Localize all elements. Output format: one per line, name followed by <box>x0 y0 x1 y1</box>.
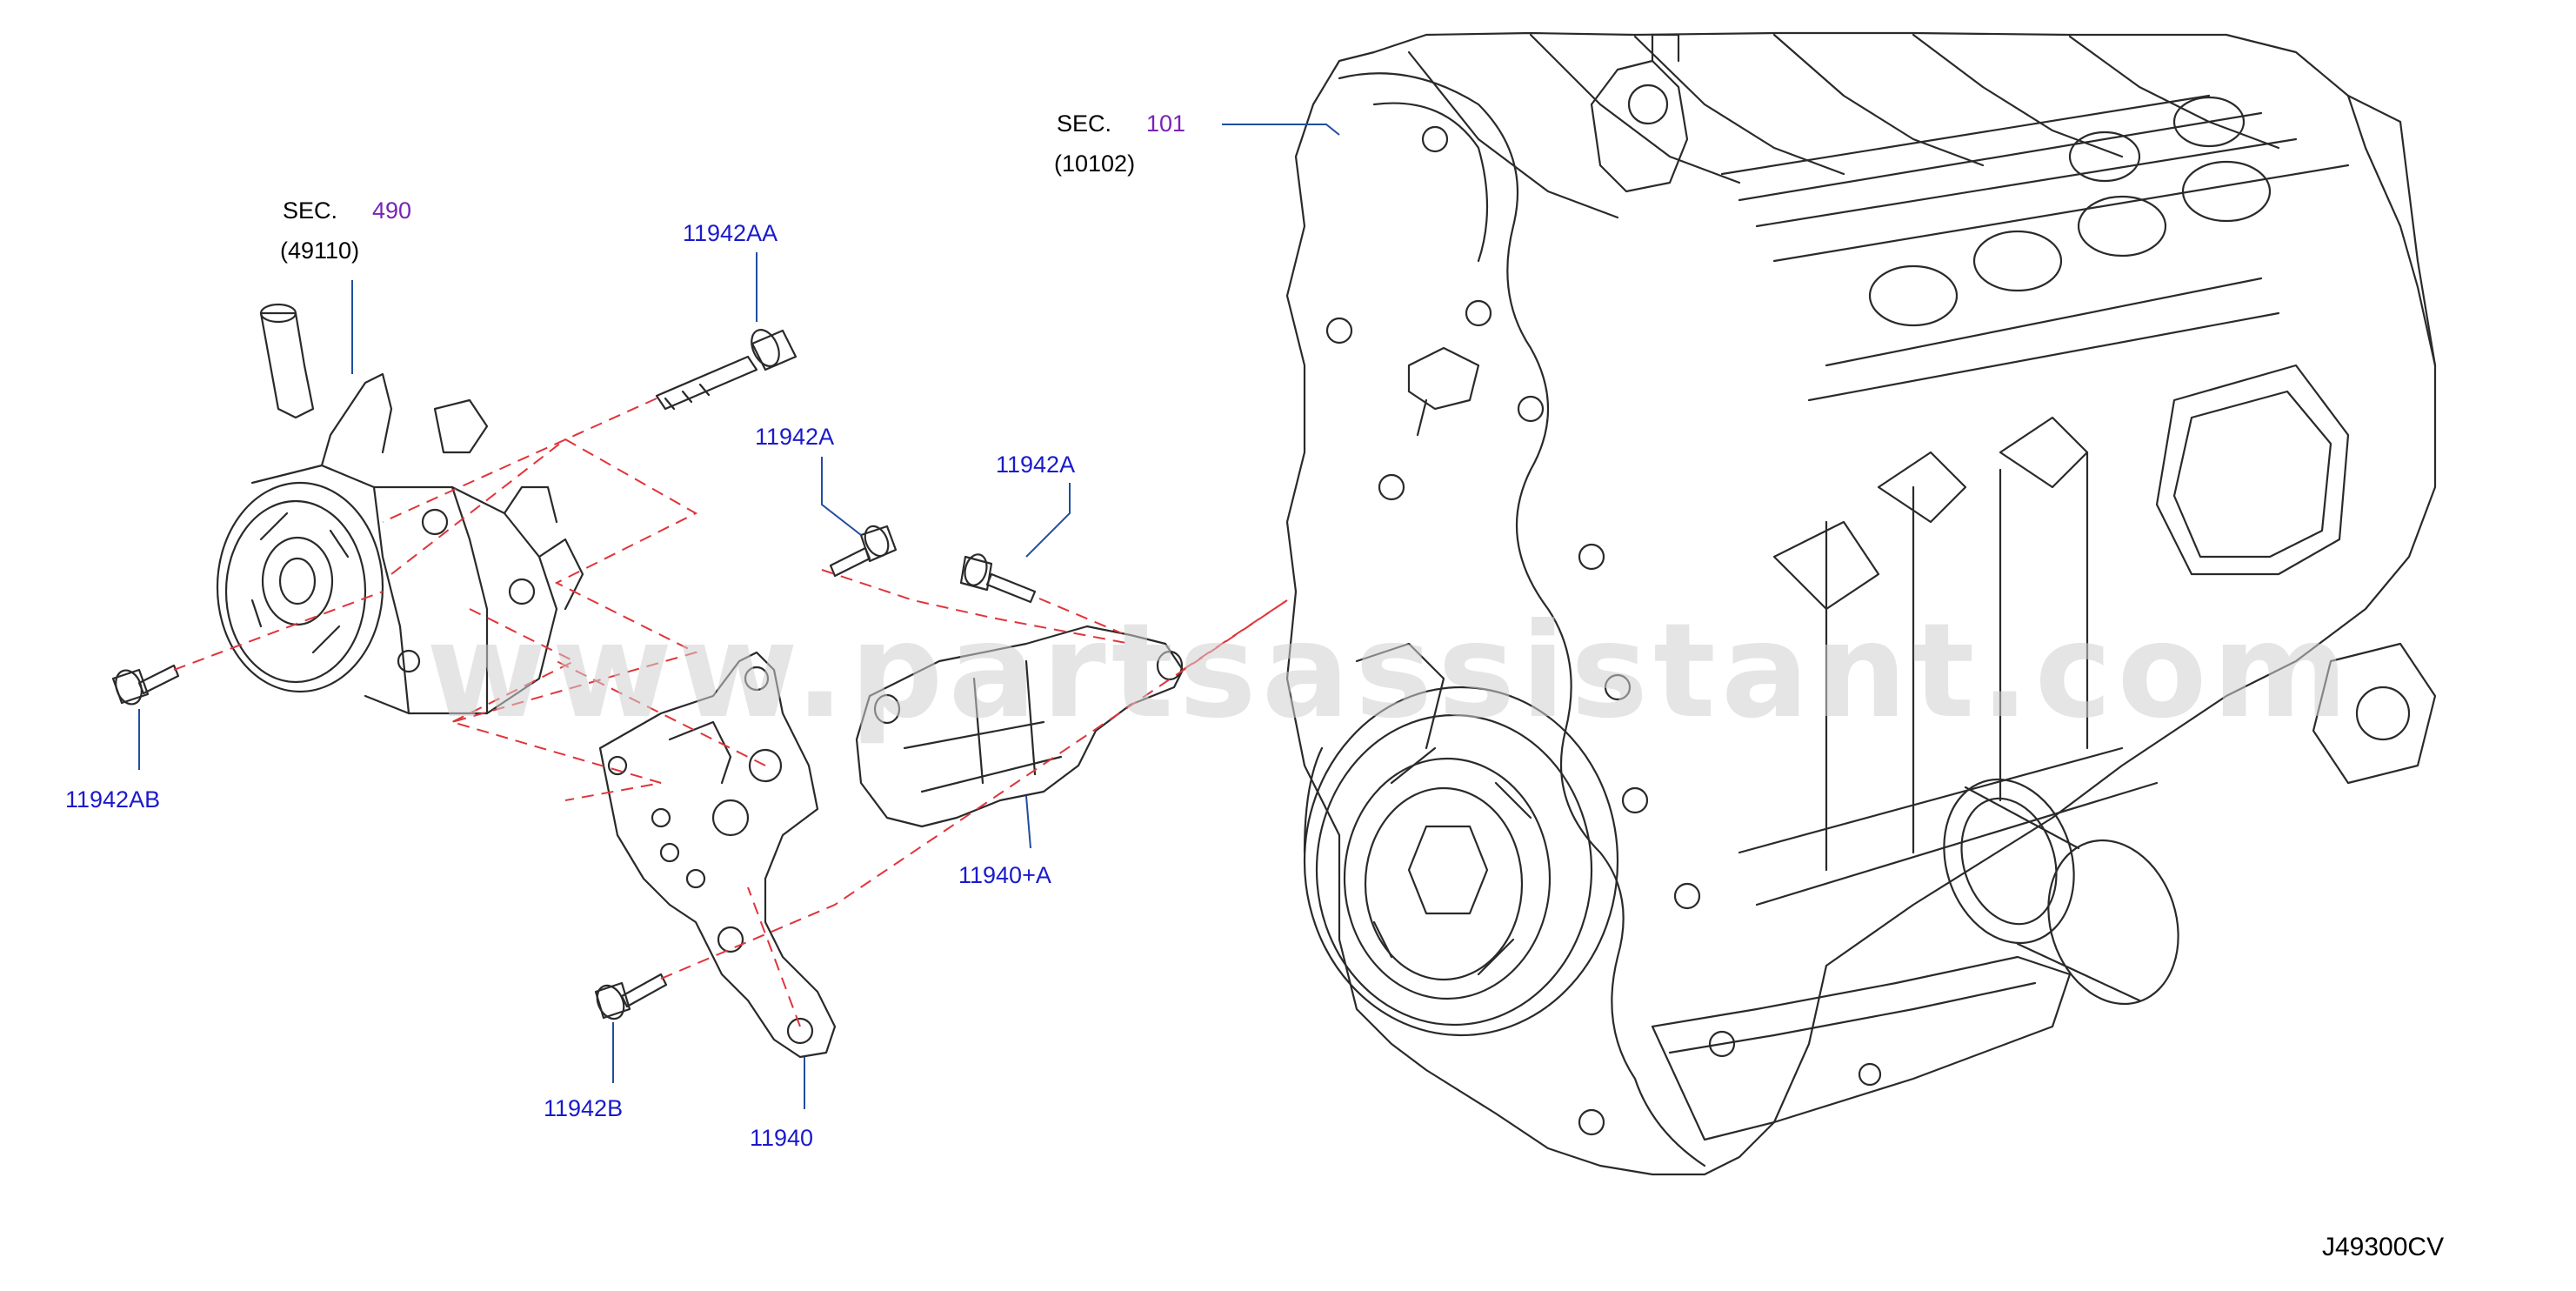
callout-11942b[interactable]: 11942B <box>544 1095 624 1121</box>
dashed-guides <box>173 398 1288 1027</box>
bolt-11942b <box>594 973 668 1020</box>
callout-11940a[interactable]: 11940+A <box>958 862 1051 888</box>
diagram-code: J49300CV <box>2322 1233 2445 1261</box>
section-prefix-490: SEC. <box>283 197 338 224</box>
power-steering-pump <box>216 303 584 715</box>
callout-11942a-right[interactable]: 11942A <box>996 452 1076 478</box>
bolt-11942ab <box>111 664 180 706</box>
crankshaft-pulley <box>1303 686 1619 1037</box>
section-link-490[interactable]: 490 <box>372 197 412 224</box>
section-ref-10102: (10102) <box>1054 151 1136 177</box>
callout-11942ab[interactable]: 11942AB <box>65 786 161 813</box>
bracket-11940 <box>598 651 837 1059</box>
callout-11940[interactable]: 11940 <box>750 1125 814 1151</box>
section-ref-49110: (49110) <box>280 237 360 264</box>
bolt-11942a-right <box>959 553 1037 604</box>
leader-lines <box>138 124 1340 1109</box>
section-link-101[interactable]: 101 <box>1146 110 1186 137</box>
callout-11942a-left[interactable]: 11942A <box>755 424 835 450</box>
oil-filter <box>1943 778 2179 1006</box>
bolt-11942aa <box>655 329 797 411</box>
bracket-11940a <box>855 625 1185 828</box>
bolt-11942a-left <box>829 525 898 578</box>
callout-11942aa[interactable]: 11942AA <box>683 220 778 246</box>
engine-assembly <box>1285 31 2437 1176</box>
section-prefix-101: SEC. <box>1057 110 1112 137</box>
